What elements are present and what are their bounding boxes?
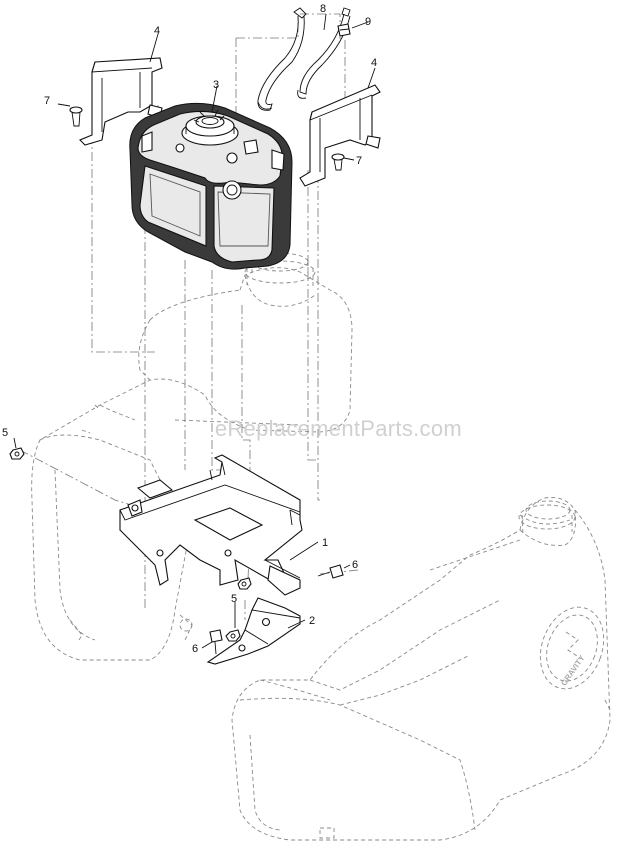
callout-5-center: 5 (231, 593, 237, 605)
fuel-tank (129, 102, 293, 270)
callout-5-left: 5 (2, 427, 8, 439)
callout-4-right: 4 (371, 57, 377, 69)
lower-bracket (206, 597, 301, 665)
callout-3: 3 (213, 79, 219, 91)
callout-1: 1 (322, 537, 328, 549)
nut-center (225, 629, 241, 642)
ghost-tank-lower: GRAVITY (231, 497, 611, 841)
fitting (337, 23, 351, 37)
callout-6-left: 6 (192, 643, 198, 655)
nut-upper (237, 577, 252, 590)
nut-left (9, 447, 25, 460)
callout-4-left: 4 (154, 25, 160, 37)
callout-7-left: 7 (44, 95, 50, 107)
callout-2: 2 (309, 615, 315, 627)
callout-8: 8 (320, 3, 326, 15)
bolt-six-left (209, 629, 223, 655)
callout-7-right: 7 (356, 155, 362, 167)
watermark: eReplacementParts.com (215, 416, 462, 441)
callout-9: 9 (365, 16, 371, 28)
callout-labels: 1 2 3 4 4 5 5 6 6 7 7 8 9 (2, 3, 377, 655)
fuel-hoses (257, 7, 351, 111)
ghost-tank-upper (31, 252, 353, 661)
bolt-right (331, 153, 345, 171)
mounting-bracket (119, 454, 303, 596)
callout-6-right: 6 (352, 559, 358, 571)
leader-lines (13, 13, 376, 649)
tank-strap-right (299, 84, 381, 187)
bolt-left (69, 106, 83, 127)
bolt-six-right (317, 564, 344, 579)
